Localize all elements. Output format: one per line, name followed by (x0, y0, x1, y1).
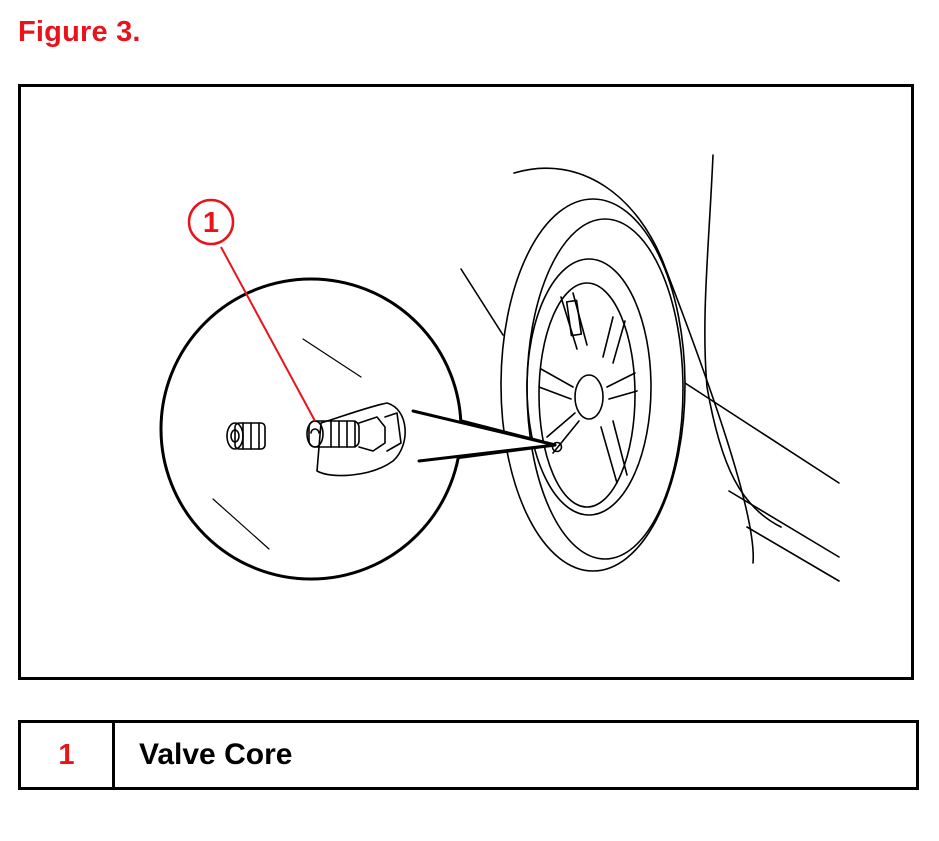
callout-1: 1 (187, 198, 316, 422)
wheel-valve-illustration: 1 (159, 154, 840, 582)
wheel-valve-stem-icon (551, 441, 563, 453)
valve-core-icon (306, 402, 406, 477)
wheel-spokes-icon (538, 292, 638, 484)
legend-row-description: Valve Core (139, 738, 293, 771)
legend-row-number: 1 (21, 723, 115, 787)
tire-icon (500, 198, 686, 572)
figure-frame: 1 (18, 84, 914, 680)
valve-cap-icon (226, 422, 266, 450)
legend-table: 1 Valve Core (18, 720, 919, 790)
car-fender-icon (460, 154, 840, 582)
callout-1-number: 1 (203, 207, 219, 239)
figure-title: Figure 3. (18, 16, 141, 48)
